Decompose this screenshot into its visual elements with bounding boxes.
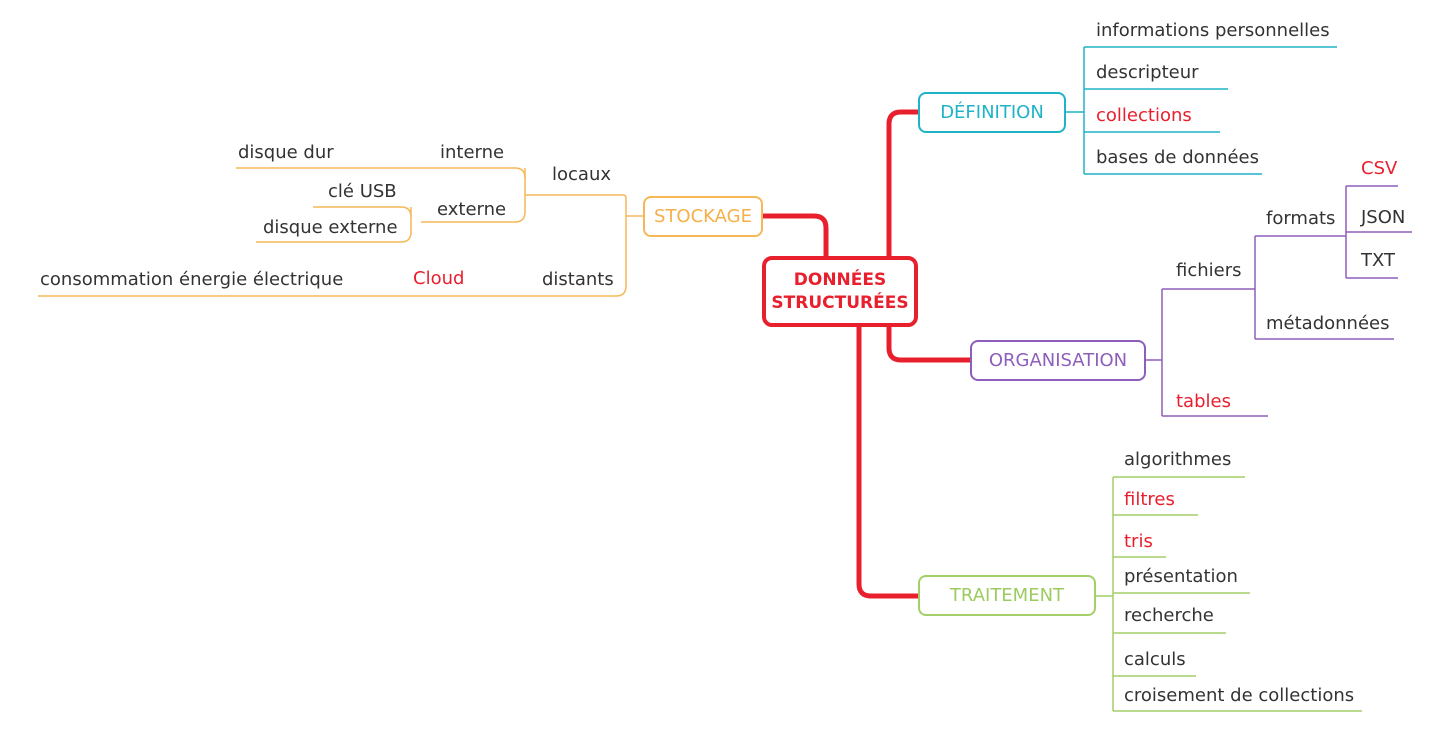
traitement-item: recherche bbox=[1124, 605, 1214, 626]
stockage-locaux: locaux bbox=[552, 164, 612, 185]
organisation-formats: formats bbox=[1266, 208, 1336, 229]
definition-item: bases de données bbox=[1096, 147, 1260, 168]
stockage-distants: distants bbox=[542, 269, 614, 290]
definition-lines bbox=[1066, 46, 1337, 175]
stockage-disque-externe: disque externe bbox=[263, 217, 398, 238]
stockage-lines bbox=[38, 167, 643, 297]
stockage-interne: interne bbox=[440, 142, 505, 163]
stockage-cloud: Cloud bbox=[413, 268, 465, 289]
traitement-item: présentation bbox=[1124, 566, 1238, 587]
traitement-item-highlight: tris bbox=[1124, 531, 1153, 552]
traitement-item: calculs bbox=[1124, 649, 1186, 670]
stockage-disque-dur: disque dur bbox=[238, 142, 334, 163]
main-branches bbox=[760, 109, 973, 599]
stockage-cle-usb: clé USB bbox=[328, 181, 397, 202]
branch-definition bbox=[886, 109, 921, 259]
branch-organisation bbox=[886, 323, 973, 363]
organisation-csv: CSV bbox=[1361, 158, 1398, 179]
branch-stockage bbox=[760, 213, 829, 259]
traitement-node: TRAITEMENT bbox=[918, 575, 1096, 616]
organisation-json: JSON bbox=[1361, 207, 1406, 228]
definition-item: informations personnelles bbox=[1096, 20, 1330, 41]
branch-traitement bbox=[856, 323, 921, 599]
definition-item-highlight: collections bbox=[1096, 105, 1192, 126]
traitement-lines bbox=[1096, 476, 1362, 712]
central-title-line1: DONNÉES bbox=[793, 269, 887, 290]
central-title-line2: STRUCTURÉES bbox=[771, 292, 909, 313]
stockage-externe: externe bbox=[437, 199, 507, 220]
stockage-consommation: consommation énergie électrique bbox=[40, 269, 344, 290]
definition-node: DÉFINITION bbox=[918, 92, 1066, 133]
traitement-item-highlight: filtres bbox=[1124, 489, 1175, 510]
organisation-metadonnees: métadonnées bbox=[1266, 313, 1390, 334]
organisation-txt: TXT bbox=[1361, 250, 1396, 271]
central-node: DONNÉES STRUCTURÉES bbox=[762, 256, 918, 327]
traitement-item: algorithmes bbox=[1124, 449, 1232, 470]
organisation-tables: tables bbox=[1176, 391, 1231, 412]
organisation-lines bbox=[1146, 185, 1412, 417]
definition-item: descripteur bbox=[1096, 62, 1199, 83]
traitement-item: croisement de collections bbox=[1124, 685, 1355, 706]
organisation-fichiers: fichiers bbox=[1176, 260, 1242, 281]
stockage-node: STOCKAGE bbox=[643, 196, 763, 237]
organisation-node: ORGANISATION bbox=[970, 340, 1146, 381]
